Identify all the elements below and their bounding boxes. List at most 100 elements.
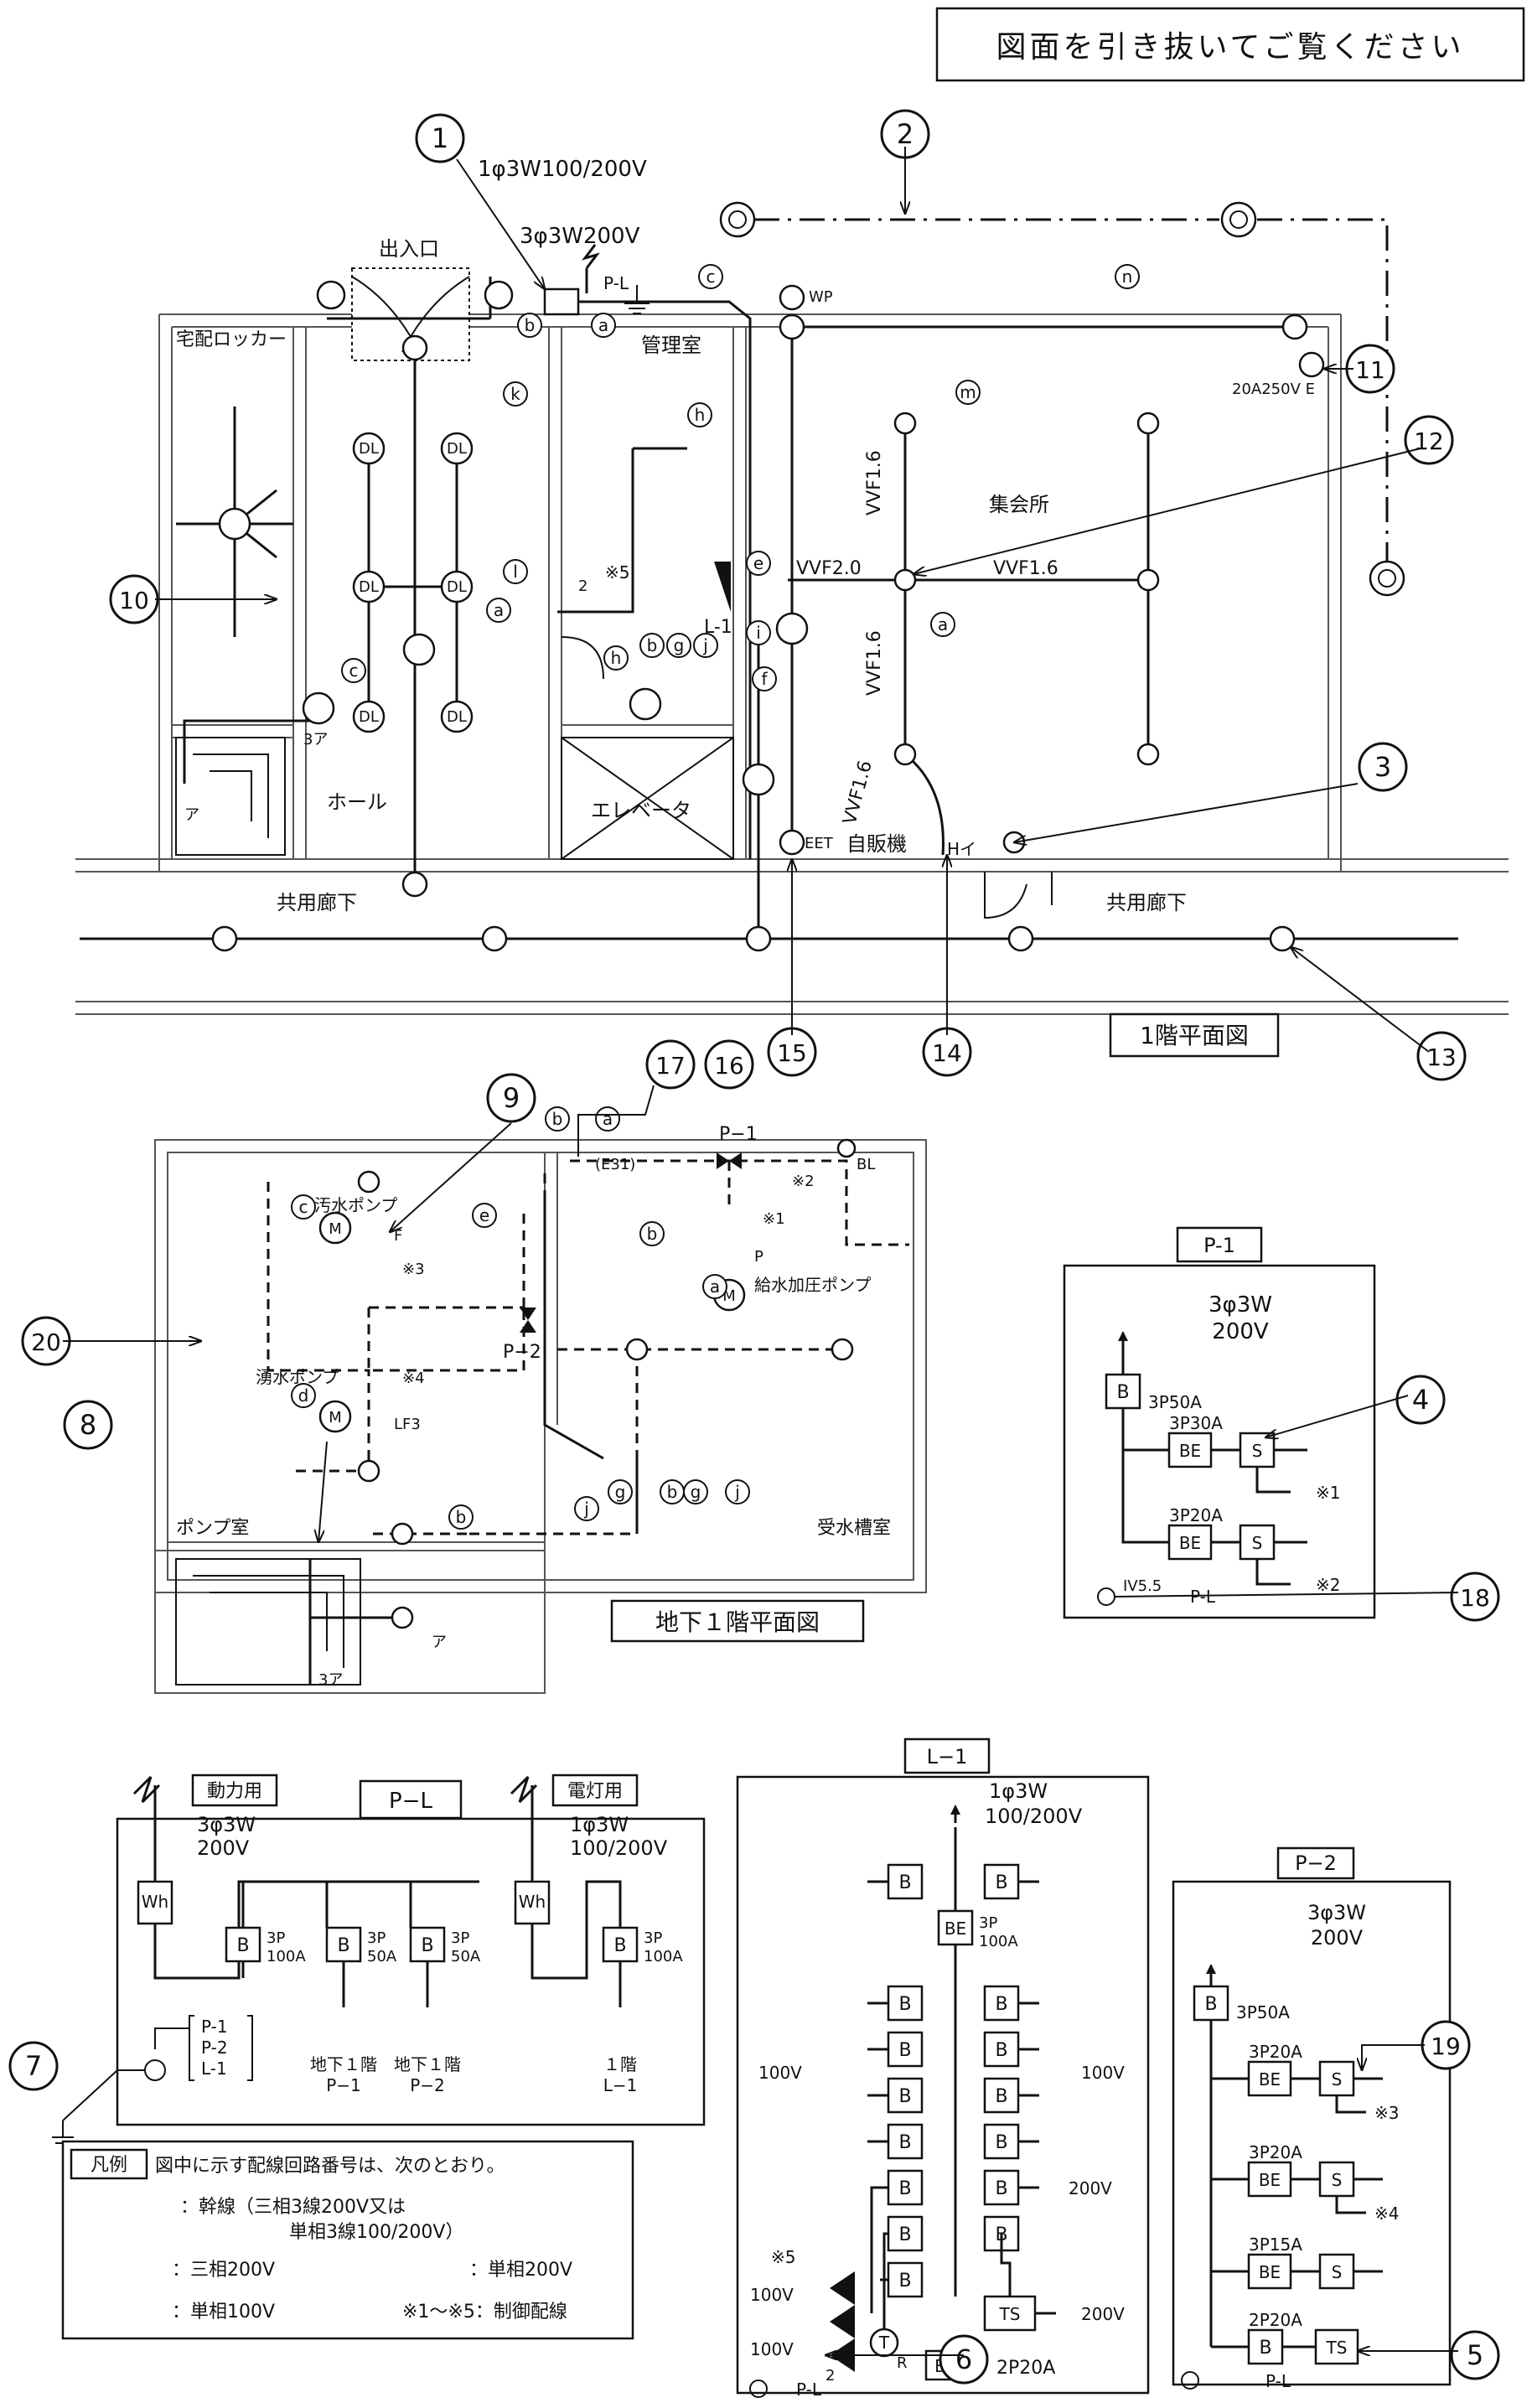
callout-label: 4 [1412,1384,1429,1416]
circuit-tag-i: i [746,620,771,645]
svg-text:※3: ※3 [1374,2103,1399,2123]
two-label: 2 [578,577,587,595]
circuit-tag-b: b [517,313,542,338]
svg-text:b: b [552,1109,563,1129]
svg-text:：幹線（三相3線200V又は: ：幹線（三相3線200V又は [180,2197,406,2218]
svg-text:b: b [647,1224,658,1244]
svg-text:100/200V: 100/200V [570,1836,668,1860]
callout-10: 10 [109,574,159,624]
legend-title: 凡例 [91,2155,127,2176]
svg-text:P-2: P-2 [201,2038,228,2058]
svg-text:動力用: 動力用 [207,1781,262,1802]
n1-label: ※1 [763,1210,785,1228]
callout-label: 16 [714,1052,744,1080]
callout-label: 18 [1460,1584,1490,1612]
callout-label: 13 [1426,1043,1457,1071]
circuit-tag-j: j [725,1479,750,1504]
svg-text:DL: DL [359,708,379,726]
svg-text:2P20A: 2P20A [1249,2310,1302,2330]
circuit-tag-h: h [687,402,712,427]
callout-5: 5 [1450,2330,1500,2380]
svg-text:a: a [710,1276,720,1297]
svg-text:a: a [603,1109,613,1129]
circuit-tag-a: a [930,612,955,637]
svg-text:IV5.5: IV5.5 [1123,1577,1162,1595]
l1-panel: L−1 1φ3W 100/200V B B BE B B B B B B B B… [736,1737,1150,2400]
callout-label: 11 [1355,356,1385,384]
svg-text:3P: 3P [367,1929,386,1947]
l1-panel-symbol [714,562,731,612]
p1-valve [717,1152,742,1169]
svg-text:BE: BE [945,1919,966,1939]
p1-title: P-1 [1203,1234,1235,1257]
ring-lights [719,201,1405,597]
svg-text:DL: DL [359,578,379,596]
outlet-label: 20A250V E [1232,381,1315,398]
circuit-tag-e: e [472,1203,497,1228]
svg-text:B: B [898,2040,911,2061]
svg-text:※1: ※1 [1316,1483,1340,1503]
callout-label: 6 [955,2343,972,2375]
basement-title: 地下１階平面図 [655,1608,820,1636]
circuit-tag-a: a [486,598,511,623]
svg-text:※4: ※4 [1374,2203,1399,2224]
callout-6: 6 [939,2334,989,2385]
svg-text:B: B [898,2132,911,2153]
circuit-tag-j: j [574,1496,599,1521]
circuit-tag-f: f [752,666,777,691]
svg-text:B: B [1259,2338,1271,2359]
svg-text:100A: 100A [979,1933,1018,1950]
note5-label: ※5 [605,562,629,583]
svg-text:g: g [691,1482,701,1502]
svg-text:200V: 200V [1081,2304,1125,2324]
svg-text:3P: 3P [451,1929,469,1947]
svg-text:g: g [674,635,685,655]
svg-text:50A: 50A [367,1948,397,1965]
circuit-tag-d: d [291,1383,316,1408]
switch-a-b1: ア [432,1634,447,1651]
svg-text:c: c [299,1197,308,1217]
sewage-label: 汚水ポンプ [314,1195,397,1215]
svg-text:P-L: P-L [1265,2371,1291,2391]
svg-text:S: S [1332,2262,1343,2282]
office-label: 管理室 [641,334,701,357]
eet-label: EET [805,835,834,852]
callout-19: 19 [1421,2020,1471,2070]
callout-1: 1 [415,113,465,163]
svg-text:DL: DL [447,708,467,726]
corridor-lights [211,334,1296,952]
svg-text:3φ3W: 3φ3W [1209,1292,1272,1318]
bl-label: BL [857,1156,875,1173]
lf3-label: LF3 [394,1416,421,1433]
svg-text:h: h [611,648,622,668]
svg-text:B: B [1204,1994,1217,2015]
svg-text:L−1: L−1 [603,2075,638,2095]
svg-text:b: b [456,1507,467,1527]
svg-text:：単相200V: ：単相200V [469,2260,572,2281]
callout-4: 4 [1395,1375,1446,1425]
callout-13: 13 [1416,1031,1467,1081]
callout-8: 8 [63,1400,113,1450]
pl-title: P−L [389,1789,432,1814]
callout-label: 2 [897,118,914,150]
vending-label: 自販機 [846,832,907,856]
callout-label: 17 [655,1052,686,1080]
svg-text:B: B [995,2132,1007,2153]
svg-text:3P: 3P [267,1929,285,1947]
svg-text:200V: 200V [197,1836,250,1860]
circuit-tag-b: b [639,1221,665,1246]
spring-label: 湧水ポンプ [256,1367,339,1387]
n4-label: ※4 [402,1370,425,1387]
callout-9: 9 [486,1073,536,1123]
p-label: P [754,1248,763,1266]
vvf16-label-v1: VVF1.6 [864,450,885,515]
l1-transformer-symbols [830,2271,855,2372]
banner: 図面を引き抜いてご覧ください [935,7,1525,82]
svg-text:j: j [702,635,708,655]
svg-text:200V: 200V [1212,1319,1269,1344]
circuit-tag-a: a [702,1274,727,1299]
svg-text:j: j [734,1482,740,1502]
callout-3: 3 [1358,742,1408,792]
callout-label: 12 [1414,427,1444,455]
svg-text:100V: 100V [758,2063,802,2083]
